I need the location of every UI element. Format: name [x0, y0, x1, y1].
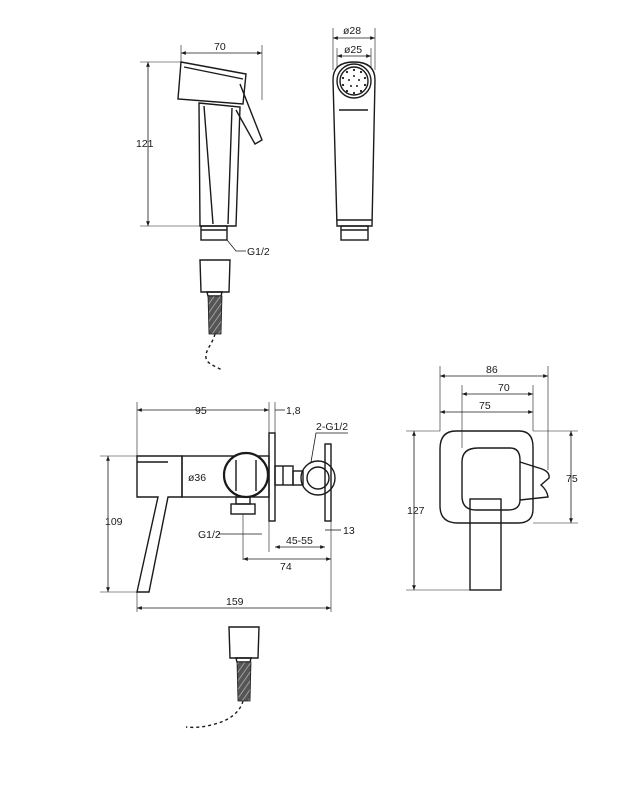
dim-head-outer-dia: ø28: [343, 25, 361, 37]
dim-outlet-thread: 2-G1/2: [316, 421, 348, 433]
dim-mixer-depth: 95: [195, 405, 207, 417]
dim-total-length: 159: [226, 596, 244, 608]
mixer-front-view: [439, 430, 550, 591]
dim-inlet-offset: 74: [280, 561, 292, 573]
dim-front-width: 86: [486, 364, 498, 376]
dim-body-dia: ø36: [188, 472, 206, 484]
dim-mixer-height: 109: [105, 516, 123, 528]
handshower-side-view: [177, 61, 263, 241]
dim-front-plate-height: 75: [566, 473, 578, 485]
dim-holder-depth: 13: [343, 525, 355, 537]
dim-wall-range: 45-55: [286, 535, 313, 547]
dim-front-height: 127: [407, 505, 425, 517]
dim-handshower-height: 121: [136, 138, 154, 150]
dim-head-inner-dia: ø25: [344, 44, 362, 56]
dim-handshower-width: 70: [214, 41, 226, 53]
dim-handshower-thread: G1/2: [247, 246, 270, 258]
dim-front-plate-width: 75: [479, 400, 491, 412]
handshower-front-view: [332, 61, 376, 241]
hose-connector-top: [199, 259, 231, 371]
mixer-side-view: [136, 432, 336, 593]
dim-plate-thickness: 1,8: [286, 405, 301, 417]
dim-front-inner-width: 70: [498, 382, 510, 394]
hose-connector-bottom: [185, 626, 260, 729]
leader-line: [226, 239, 246, 252]
dim-inlet-thread: G1/2: [198, 529, 221, 541]
leader-line: [310, 432, 348, 463]
